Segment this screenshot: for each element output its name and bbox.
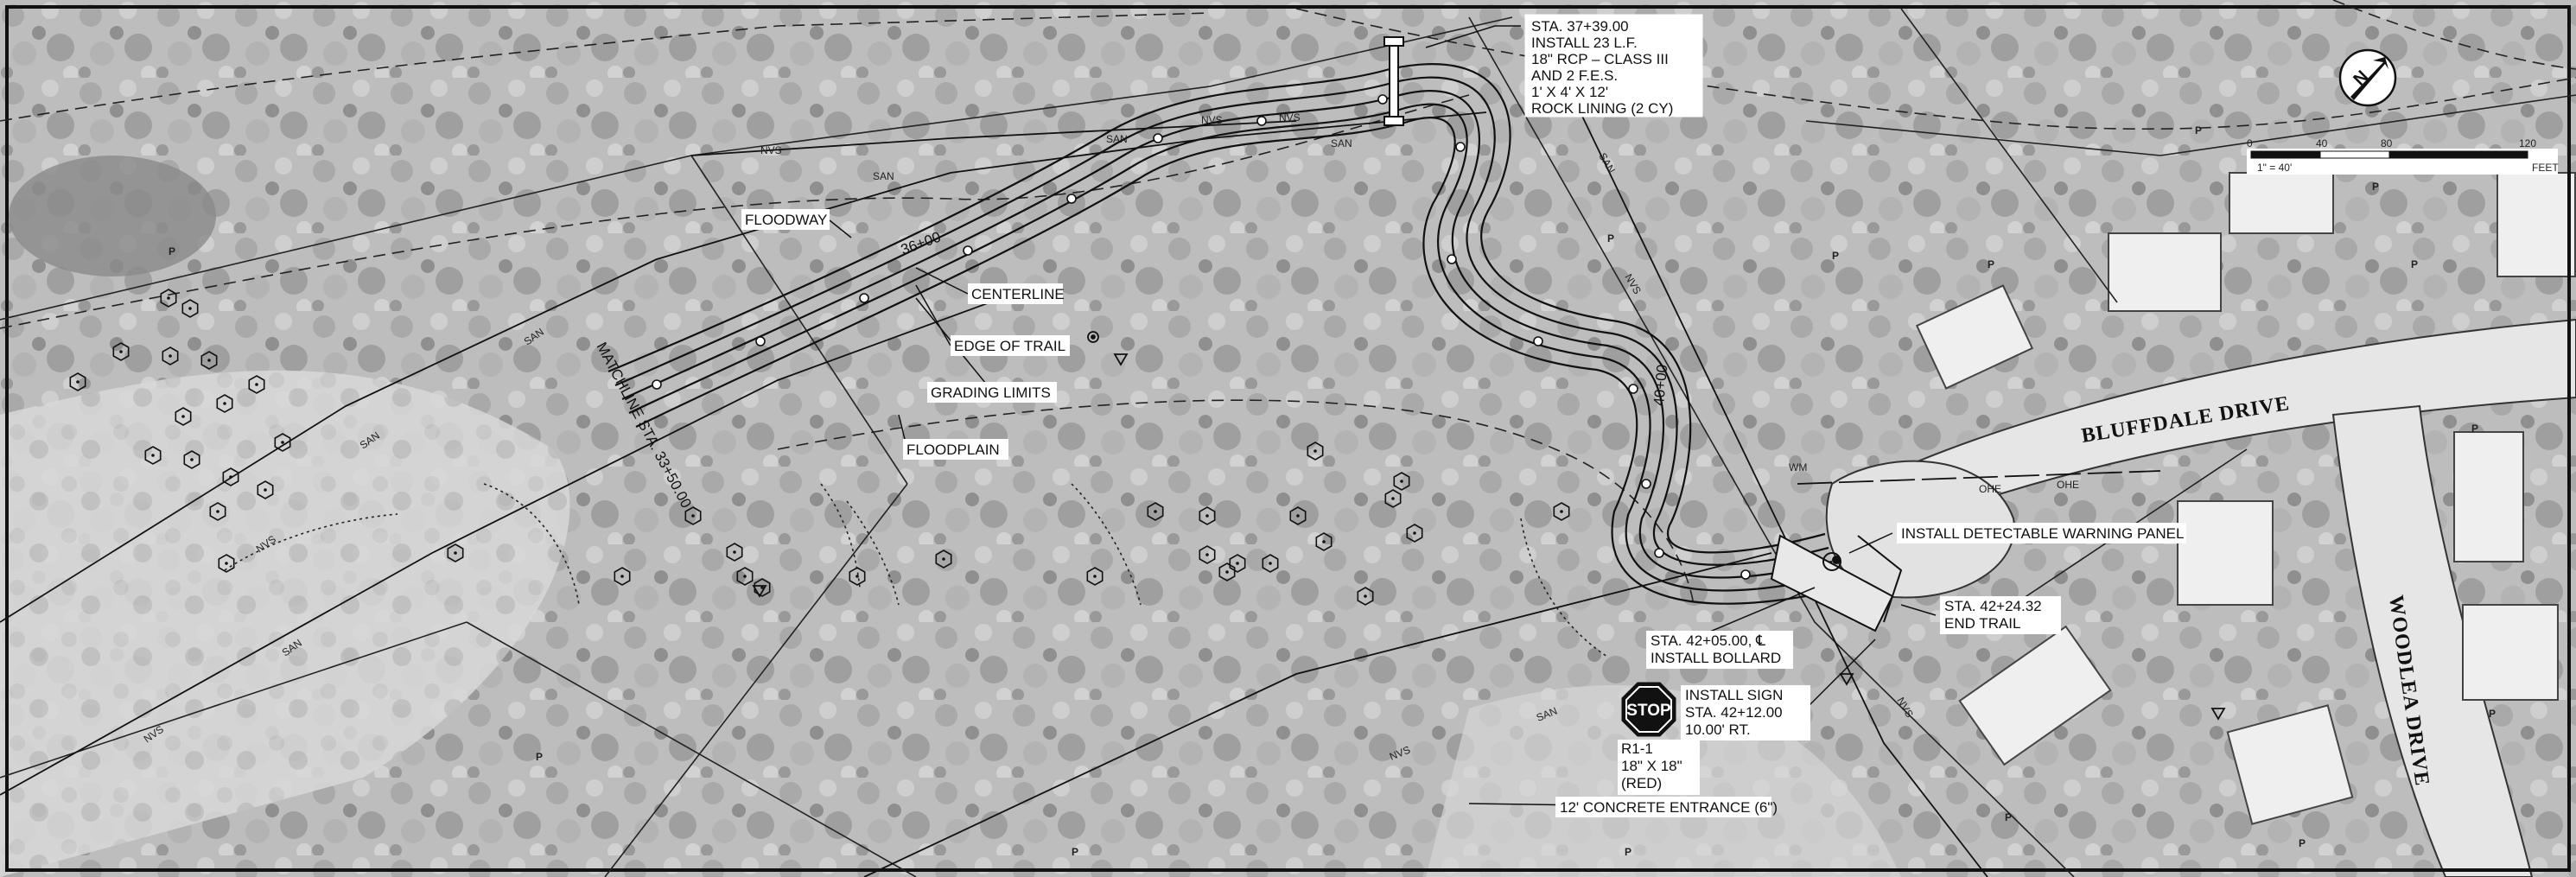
overhead-electric-line [1797, 470, 2161, 485]
grading-contours [224, 483, 1608, 658]
scale-bar: 0 40 80 120 FEET 1" = 40' [2247, 137, 2559, 175]
svg-text:18" X 18": 18" X 18" [1621, 758, 1682, 774]
trail-alignment [607, 63, 1840, 605]
svg-text:P: P [1607, 232, 1614, 245]
svg-text:INSTALL BOLLARD: INSTALL BOLLARD [1651, 650, 1781, 666]
svg-text:40: 40 [2316, 137, 2328, 149]
svg-text:1' X 4' X 12': 1' X 4' X 12' [1531, 84, 1608, 100]
svg-text:INSTALL 23 L.F.: INSTALL 23 L.F. [1531, 35, 1638, 51]
svg-text:OHE: OHE [2057, 479, 2079, 491]
svg-text:1" = 40': 1" = 40' [2257, 162, 2292, 174]
pond [9, 156, 216, 276]
trail-end-area [1770, 534, 1903, 632]
sheet-border [5, 5, 2571, 872]
pipe-callout: STA. 37+39.00 INSTALL 23 L.F. 18" RCP – … [1524, 14, 1703, 118]
install-sign-callout: INSTALL SIGN STA. 42+12.00 10.00' RT. [1681, 685, 1810, 740]
svg-text:WM: WM [1789, 461, 1807, 473]
bluffdale-drive-road [1864, 318, 2576, 520]
woodlea-drive-road [2331, 404, 2534, 877]
svg-text:P: P [2195, 124, 2202, 137]
svg-text:P: P [169, 245, 175, 257]
edge-of-trail-label: EDGE OF TRAIL [954, 338, 1065, 354]
svg-text:P: P [2005, 811, 2012, 823]
parcel-lines [0, 8, 2576, 877]
svg-text:P: P [536, 751, 543, 763]
power-pole-labels: P P P P P P P P P P P P P P [169, 124, 2496, 858]
svg-text:END TRAIL: END TRAIL [1944, 615, 2021, 632]
station-40-label: 40+00 [1651, 364, 1670, 406]
svg-text:R1-1: R1-1 [1621, 740, 1653, 757]
svg-text:STOP: STOP [1626, 702, 1671, 720]
svg-text:STA. 37+39.00: STA. 37+39.00 [1531, 18, 1629, 35]
svg-text:STA. 42+05.00, ℄: STA. 42+05.00, ℄ [1651, 632, 1765, 649]
houses [1915, 172, 2576, 825]
svg-text:SAN: SAN [1331, 137, 1352, 149]
svg-text:P: P [2471, 423, 2478, 435]
svg-text:18" RCP – CLASS III: 18" RCP – CLASS III [1531, 51, 1669, 67]
svg-text:ROCK LINING (2 CY): ROCK LINING (2 CY) [1531, 100, 1673, 117]
svg-text:P: P [1832, 250, 1839, 262]
svg-text:P: P [2489, 708, 2496, 720]
svg-text:10.00' RT.: 10.00' RT. [1685, 721, 1751, 738]
svg-text:P: P [2372, 181, 2379, 193]
svg-text:NVS: NVS [1279, 111, 1301, 124]
svg-text:OHE: OHE [1979, 483, 2001, 495]
detectable-warning-label: INSTALL DETECTABLE WARNING PANEL [1901, 525, 2184, 542]
concrete-entrance-callout: 12' CONCRETE ENTRANCE (6") [1555, 797, 1778, 817]
svg-text:SAN: SAN [873, 170, 894, 182]
svg-text:SAN: SAN [1106, 133, 1128, 145]
svg-text:80: 80 [2381, 137, 2393, 149]
svg-text:NVS: NVS [1201, 114, 1223, 126]
svg-text:P: P [2411, 258, 2418, 270]
floodplain-open-area [0, 370, 570, 877]
svg-text:(RED): (RED) [1621, 775, 1662, 791]
bollard-callout: STA. 42+05.00, ℄ INSTALL BOLLARD [1646, 631, 1793, 669]
svg-text:FEET: FEET [2532, 162, 2559, 174]
svg-text:STA. 42+24.32: STA. 42+24.32 [1944, 598, 2042, 614]
svg-text:INSTALL SIGN: INSTALL SIGN [1685, 687, 1783, 703]
svg-text:P: P [1625, 846, 1631, 858]
svg-text:STA. 42+12.00: STA. 42+12.00 [1685, 704, 1783, 721]
svg-text:P: P [2299, 837, 2306, 849]
svg-text:P: P [1988, 258, 1994, 270]
centerline-label: CENTERLINE [971, 286, 1065, 302]
svg-text:12' CONCRETE ENTRANCE (6"): 12' CONCRETE ENTRANCE (6") [1560, 799, 1778, 816]
svg-text:AND 2 F.E.S.: AND 2 F.E.S. [1531, 67, 1618, 84]
stop-sign-icon: STOP [1621, 682, 1676, 737]
culvert-pipe [1383, 36, 1404, 126]
floodway-label: FLOODWAY [745, 212, 827, 228]
svg-text:P: P [1072, 846, 1078, 858]
sign-spec-callout: R1-1 18" X 18" (RED) [1618, 740, 1700, 795]
svg-text:0: 0 [2247, 137, 2253, 149]
svg-text:NVS: NVS [760, 144, 782, 156]
end-trail-callout: STA. 42+24.32 END TRAIL [1940, 596, 2061, 634]
north-arrow-icon: N [2338, 48, 2397, 107]
grading-limits-label: GRADING LIMITS [931, 384, 1051, 401]
floodplain-label: FLOODPLAIN [906, 442, 1000, 458]
trail-station-markers [652, 94, 1751, 580]
survey-markers [752, 331, 2226, 721]
svg-text:120: 120 [2519, 137, 2536, 149]
dashed-boundaries [0, 0, 2576, 606]
